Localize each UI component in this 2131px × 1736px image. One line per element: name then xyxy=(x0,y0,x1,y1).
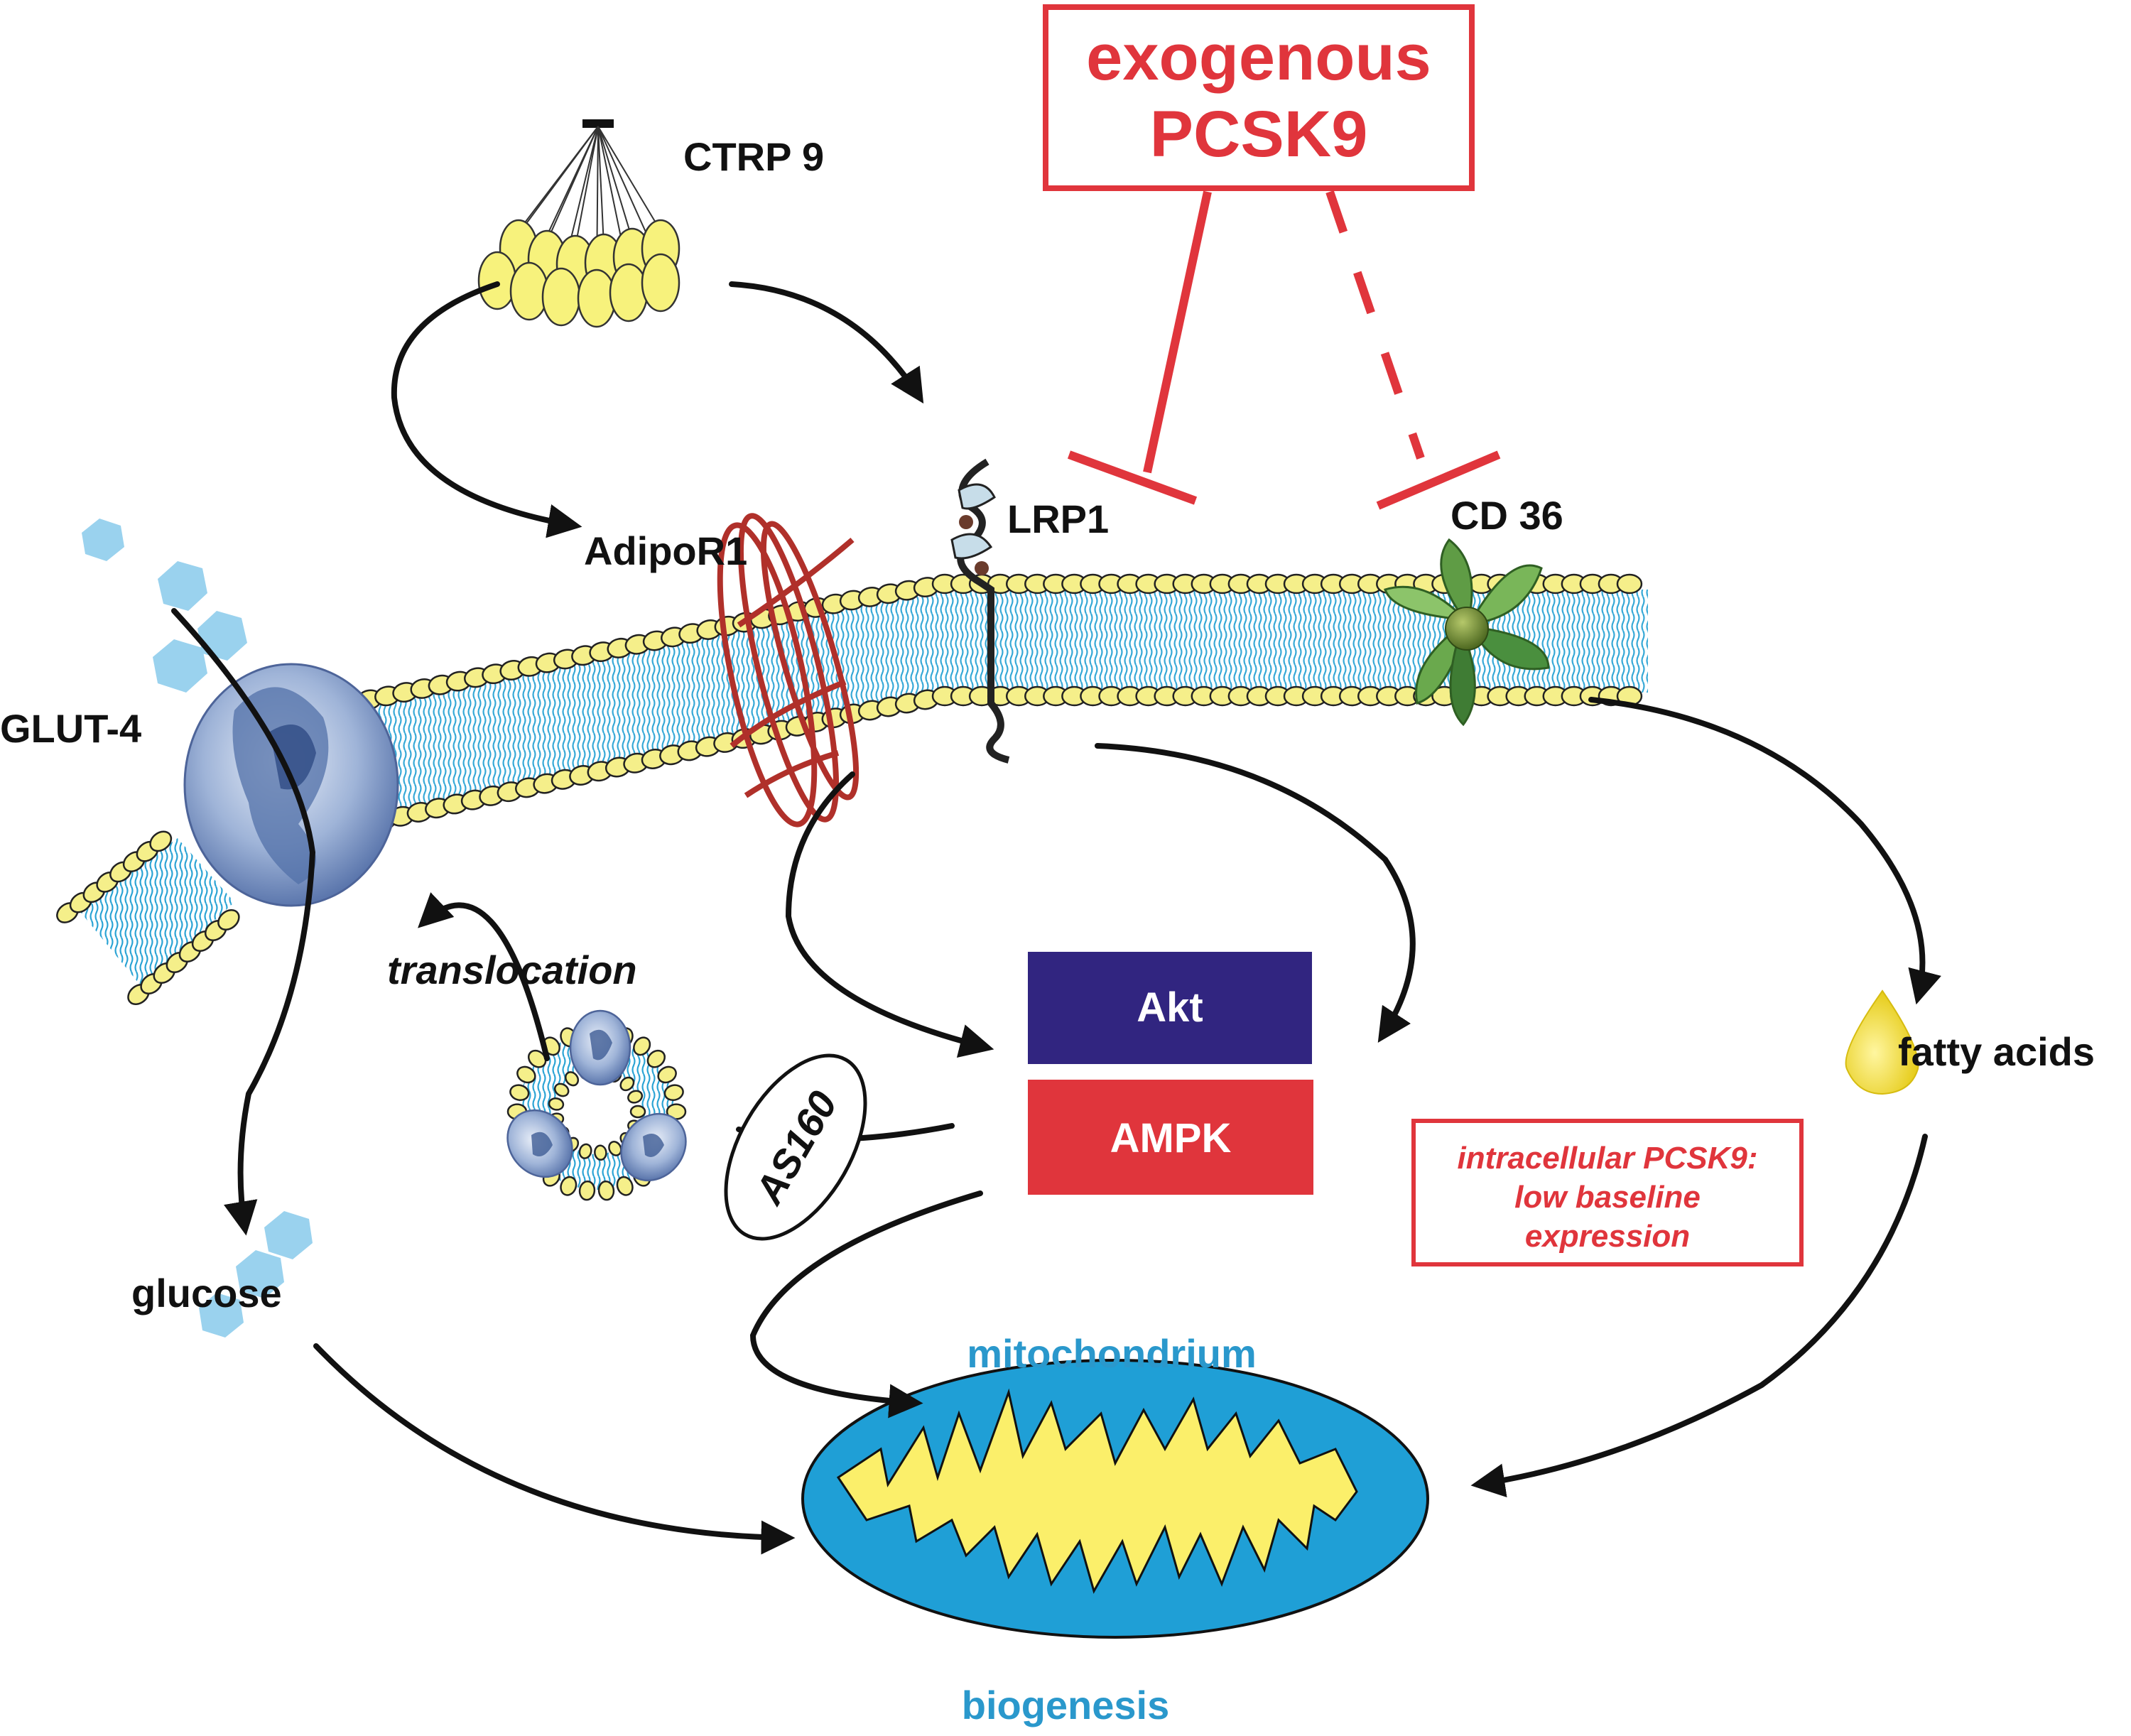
adipor1-receptor xyxy=(717,513,860,828)
intracellular-label-line2: low baseline xyxy=(1514,1180,1701,1215)
pathway-arrows xyxy=(171,281,1941,1555)
ampk-box xyxy=(1028,1080,1313,1195)
adipor1-label: AdipoR1 xyxy=(584,528,747,573)
lrp1-receptor xyxy=(950,458,1010,764)
fatty-acid-droplet xyxy=(1845,989,1919,1095)
membrane-heads-left xyxy=(56,830,240,1006)
glut4-label: GLUT-4 xyxy=(0,706,141,751)
mitochondrium-label: mitochondrium xyxy=(967,1331,1257,1376)
ctrp9-ligand xyxy=(477,119,680,328)
ctrp9-label: CTRP 9 xyxy=(683,134,824,179)
intracellular-label-line1: intracellular PCSK9: xyxy=(1457,1141,1757,1176)
exogenous-pcsk9-label-line1: exogenous xyxy=(1086,21,1431,94)
exogenous-pcsk9-box xyxy=(1043,4,1475,191)
akt-box xyxy=(1028,952,1312,1064)
akt-label: Akt xyxy=(1137,984,1203,1031)
lrp1-label: LRP1 xyxy=(1007,497,1109,541)
exogenous-pcsk9-label-line2: PCSK9 xyxy=(1150,98,1368,170)
pcsk9-inhibition-cd36 xyxy=(1325,190,1501,510)
translocation-label: translocation xyxy=(387,948,637,992)
cd36-label: CD 36 xyxy=(1451,493,1563,538)
ampk-label: AMPK xyxy=(1110,1115,1232,1161)
glut4-vesicle xyxy=(506,1009,687,1201)
biogenesis-label: biogenesis xyxy=(962,1683,1170,1727)
glucose-label: glucose xyxy=(131,1271,282,1315)
intracellular-label-line3: expression xyxy=(1525,1219,1690,1254)
fatty-acids-label: fatty acids xyxy=(1898,1029,2095,1074)
cd36-receptor xyxy=(1384,538,1550,727)
intracellular-pcsk9-box xyxy=(1411,1119,1804,1266)
glucose-molecules xyxy=(82,519,313,1338)
mitochondrion xyxy=(801,1359,1429,1639)
as160-oval xyxy=(724,1053,867,1241)
pcsk9-inhibition-lrp1 xyxy=(1067,190,1212,505)
